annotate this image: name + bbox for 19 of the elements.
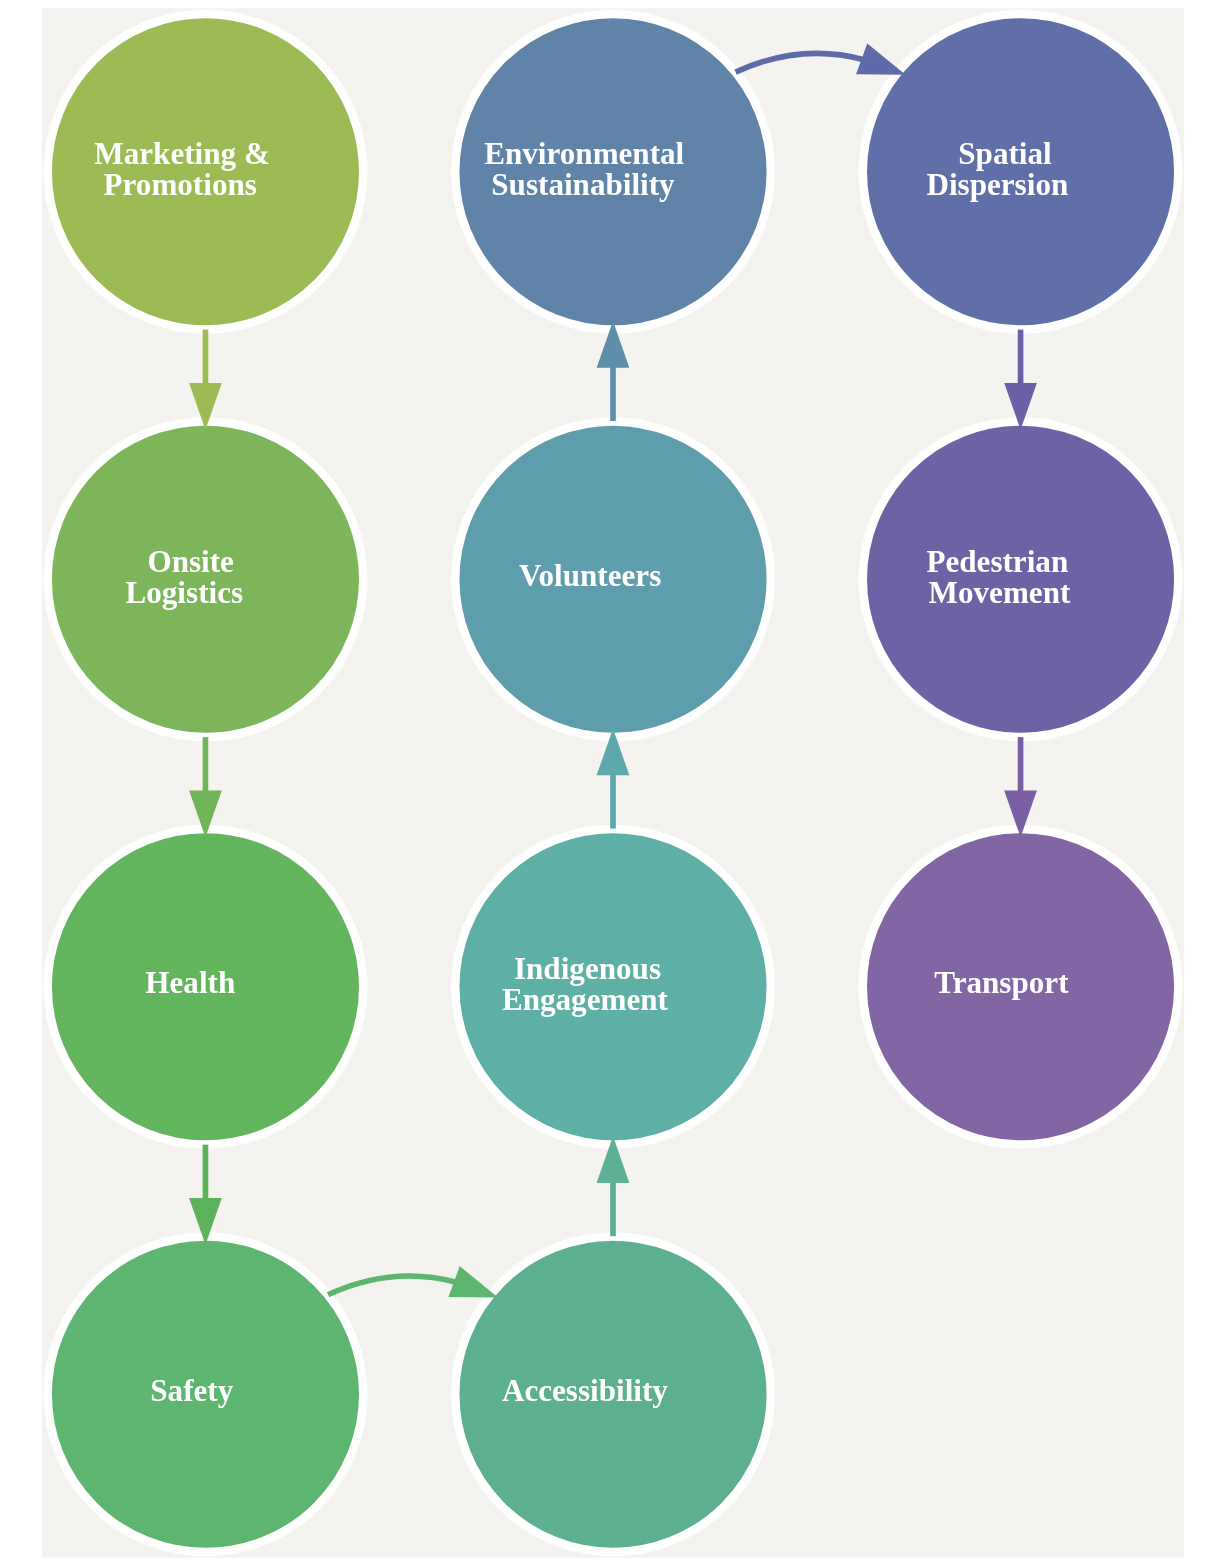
node-circle: Pedestrian Movement (858, 417, 1183, 742)
arrow (188, 1144, 222, 1245)
node-circle: Indigenous Engagement (450, 824, 775, 1149)
arrow (596, 321, 629, 422)
node-circle: Safety (42, 1232, 367, 1557)
arrow (733, 43, 906, 75)
node-circle: Environmental Sustainability (450, 9, 775, 334)
arrow (1003, 737, 1037, 838)
arrow (188, 329, 222, 430)
arrow (188, 737, 222, 838)
arrow (596, 728, 629, 829)
node-circle: Marketing & Promotions (42, 9, 367, 334)
arrow (596, 1136, 629, 1237)
arrow (326, 1266, 498, 1298)
node-circle: Spatial Dispersion (858, 9, 1183, 334)
node-circle: Health (42, 824, 367, 1149)
node-circle: Transport (858, 824, 1183, 1149)
node-circle: Volunteers (450, 417, 775, 742)
node-circle: Onsite Logistics (42, 417, 367, 742)
